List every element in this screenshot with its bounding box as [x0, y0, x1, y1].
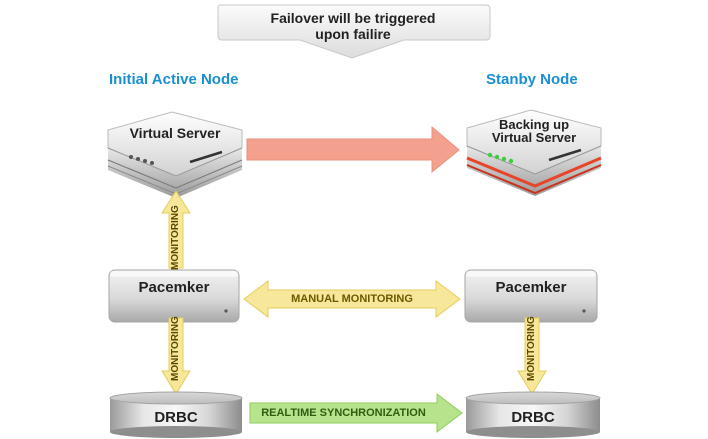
- active-drbd-label: DRBC: [154, 409, 198, 426]
- realtime-sync-arrow: [249, 392, 463, 434]
- failover-callout-text: Failover will be triggered upon failire: [228, 10, 478, 42]
- active-pacemaker-label: Pacemker: [138, 279, 210, 296]
- manual-monitoring-arrow: [243, 280, 461, 318]
- active-virtual-server: [107, 111, 243, 198]
- monitoring-label-upper: MONITORING: [170, 205, 181, 270]
- monitoring-arrow-down-standby: [517, 317, 547, 395]
- standby-virtual-server: [466, 109, 602, 196]
- standby-drbd-label: DRBC: [511, 409, 555, 426]
- standby-virtual-server-label: Backing up Virtual Server: [467, 118, 601, 144]
- manual-monitoring-label: MANUAL MONITORING: [291, 293, 413, 305]
- status-lights-green: [487, 152, 514, 164]
- active-node-heading: Initial Active Node: [109, 71, 239, 88]
- monitoring-label-lower-standby: MONITORING: [526, 316, 537, 381]
- standby-vs-line1: Backing up: [498, 117, 570, 132]
- callout-line1: Failover will be triggered: [270, 10, 436, 26]
- realtime-sync-label: REALTIME SYNCHRONIZATION: [261, 407, 426, 419]
- active-drbd-disk: [109, 391, 243, 438]
- standby-drbd-disk: [465, 391, 601, 438]
- standby-pacemaker-label: Pacemker: [495, 279, 567, 296]
- monitoring-arrow-down-active: [161, 317, 191, 395]
- standby-node-heading: Stanby Node: [486, 71, 578, 88]
- failover-arrow: [246, 125, 460, 174]
- callout-line2: upon failire: [315, 26, 391, 42]
- active-virtual-server-label: Virtual Server: [129, 125, 221, 141]
- failover-callout: [217, 4, 491, 59]
- status-lights: [129, 155, 154, 165]
- standby-pacemaker: [464, 269, 598, 323]
- monitoring-arrow-up: [161, 190, 191, 269]
- standby-vs-line2: Virtual Server: [491, 130, 577, 145]
- monitoring-label-lower-active: MONITORING: [170, 316, 181, 381]
- active-pacemaker: [108, 269, 240, 323]
